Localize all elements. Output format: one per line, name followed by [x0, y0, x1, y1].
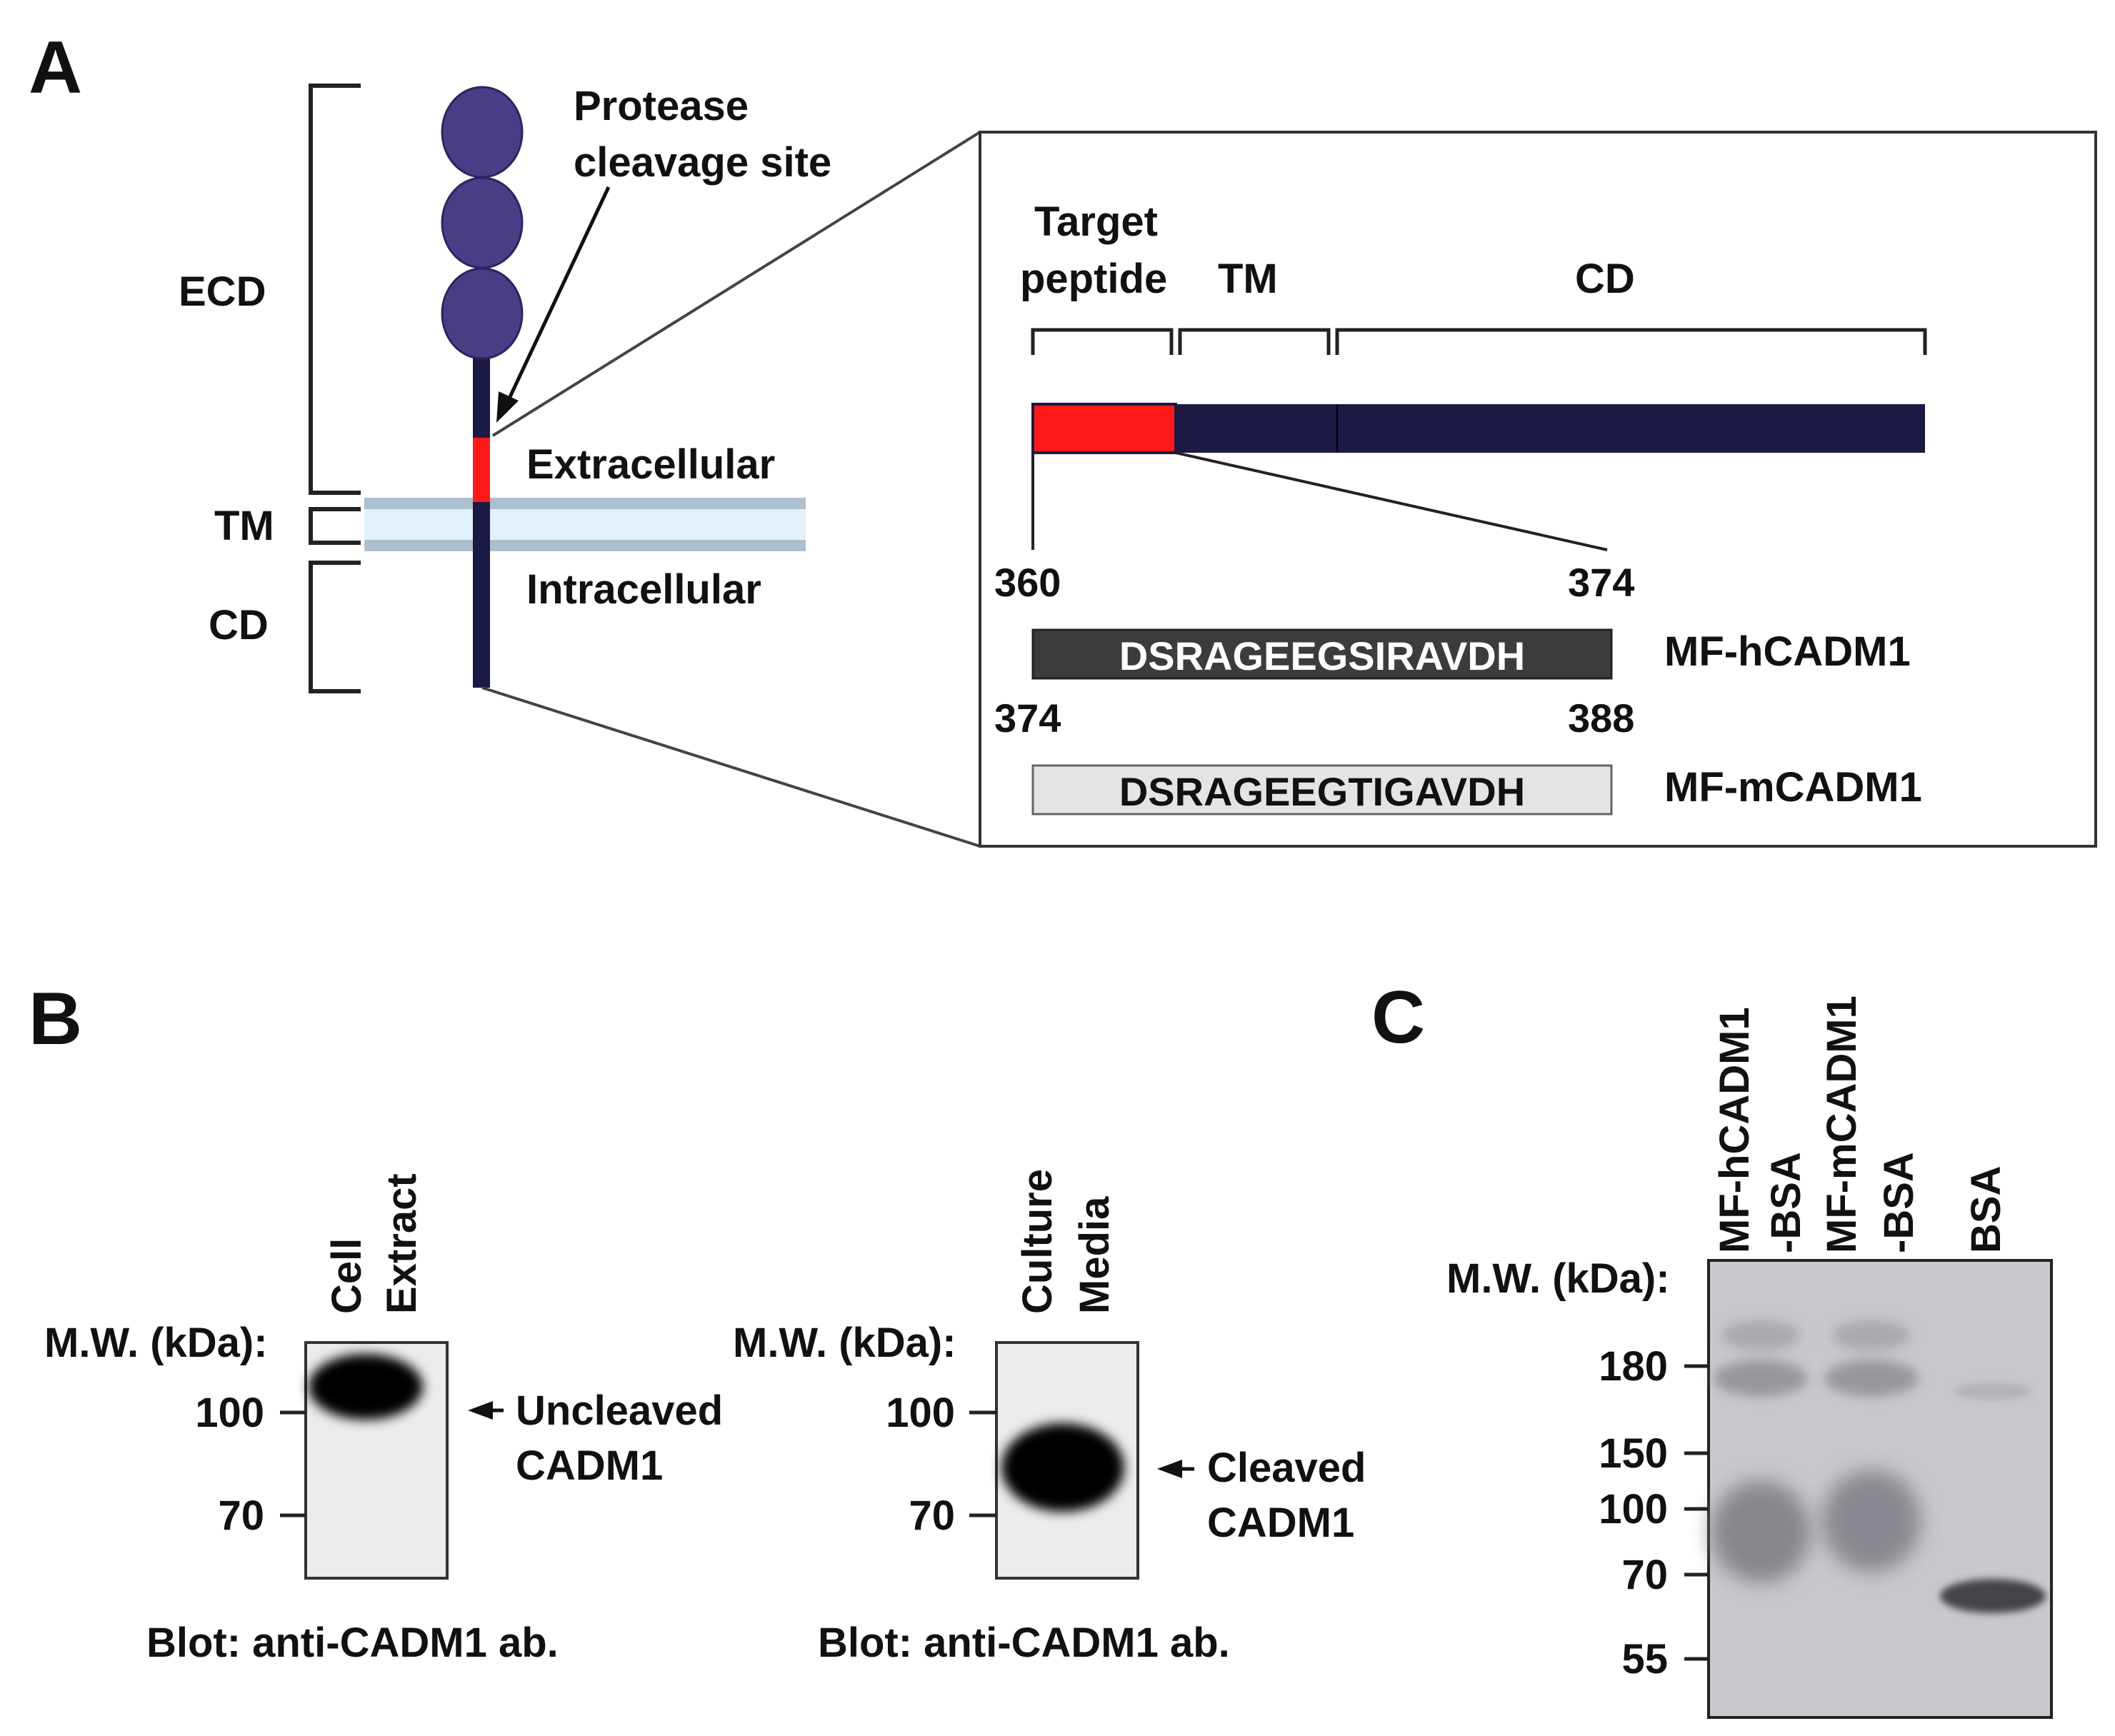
mouse-start-number: 374 [994, 696, 1061, 741]
blot1-mw-100: 100 [195, 1390, 264, 1436]
blot2-caption: Blot: anti-CADM1 ab. [818, 1620, 1230, 1666]
blot2-band-label-line1: Cleaved [1207, 1445, 1366, 1491]
gel-marker-180: 180 [1599, 1343, 1668, 1390]
blot2-band-label-line2: CADM1 [1207, 1500, 1354, 1546]
cd-bracket [309, 561, 361, 693]
gel-lane2-smear-top [1832, 1320, 1911, 1351]
inset-target-peptide-bar [1031, 403, 1177, 454]
tm-bracket [309, 507, 361, 545]
panel-c-letter: C [1371, 976, 1425, 1059]
inset-target-label-line1: Target [1034, 199, 1158, 245]
ig-domain-3 [441, 267, 524, 360]
blot1-caption: Blot: anti-CADM1 ab. [146, 1620, 559, 1666]
gel-lane-label-1-line1: MF-hCADM1 [1711, 1007, 1758, 1253]
ecd-label: ECD [179, 269, 266, 315]
blot-culture-media: Culture Media M.W. (kDa): 100 70 Cleaved… [733, 1169, 1366, 1666]
human-peptide-name: MF-hCADM1 [1664, 628, 1911, 675]
blot1-band-uncleaved [309, 1354, 423, 1420]
mouse-peptide-bar [1031, 764, 1613, 816]
protease-label-line1: Protease [574, 83, 749, 129]
blot1-band-arrow [468, 1401, 504, 1420]
blot2-band-cleaved [1001, 1423, 1124, 1512]
gel-lane-label-2-line2: -BSA [1876, 1152, 1922, 1253]
blot2-lane-label-line1: Culture [1014, 1169, 1061, 1314]
cadm1-protein [441, 86, 524, 688]
ig-domain-2 [441, 176, 524, 269]
peptide-zoom-right [1175, 451, 1608, 551]
gel-marker-150: 150 [1599, 1430, 1668, 1477]
inset-tm-label: TM [1218, 256, 1278, 302]
blot2-mw-100: 100 [886, 1390, 955, 1436]
gel-lane3-faint-band [1954, 1383, 2032, 1400]
blot1-band-label-line1: Uncleaved [516, 1388, 723, 1434]
gel-lane-label-2-line1: MF-mCADM1 [1819, 995, 1865, 1253]
blot2-mw-label: M.W. (kDa): [733, 1320, 956, 1366]
gel-lane-label-3: BSA [1963, 1166, 2009, 1253]
blot1-lane-label-line2: Extract [379, 1173, 425, 1314]
panel-a-letter: A [29, 26, 82, 109]
inset-cd-label: CD [1575, 256, 1635, 302]
gel-lane1-band-conjugate [1711, 1480, 1811, 1583]
inset-cadm1-bar [1176, 404, 1925, 453]
human-end-number: 374 [1568, 560, 1634, 605]
sds-page-gel [1684, 1259, 2053, 1719]
inset-brackets [1031, 328, 1927, 355]
gel-marker-70: 70 [1621, 1552, 1668, 1598]
blot2-lane-label-line2: Media [1071, 1196, 1118, 1314]
mouse-peptide-name: MF-mCADM1 [1664, 764, 1922, 811]
cd-label: CD [209, 602, 269, 648]
membrane-outer-top [364, 498, 806, 509]
gel-marker-55: 55 [1621, 1636, 1668, 1682]
inset-box: Target peptide TM CD 360 374 DSRAGEEGSIR… [979, 131, 2097, 848]
gel-marker-100: 100 [1599, 1486, 1668, 1532]
inset-target-label-line2: peptide [1020, 256, 1167, 302]
blot1-mw-70: 70 [218, 1492, 264, 1539]
gel-lane1-band-180 [1714, 1360, 1808, 1397]
protein-stem-lower [473, 502, 490, 688]
mouse-peptide-sequence: DSRAGEEGTIGAVDH [1119, 769, 1525, 814]
panel-b-letter: B [29, 978, 82, 1060]
ig-domain-1 [441, 86, 524, 179]
gel-mw-label: M.W. (kDa): [1446, 1255, 1670, 1302]
human-peptide-bar [1031, 628, 1613, 680]
gel-lane3-bsa-band [1940, 1579, 2046, 1613]
intracellular-label: Intracellular [526, 566, 761, 613]
extracellular-label: Extracellular [526, 441, 775, 488]
zoom-line-bottom [481, 686, 981, 848]
human-start-number: 360 [994, 560, 1061, 605]
blot-cell-extract: Cell Extract M.W. (kDa): 100 70 Uncleave… [44, 1173, 723, 1666]
protein-stem-upper [473, 353, 490, 438]
gel-lane-label-1-line2: -BSA [1763, 1152, 1809, 1253]
human-peptide-sequence: DSRAGEEGSIRAVDH [1119, 633, 1525, 678]
ecd-bracket [309, 84, 361, 495]
gel-lane2-band-180 [1824, 1360, 1919, 1397]
blot1-band-label-line2: CADM1 [516, 1443, 663, 1489]
blot2-mw-70: 70 [909, 1492, 955, 1539]
blot1-mw-label: M.W. (kDa): [44, 1320, 268, 1366]
cleavage-arrow [496, 186, 611, 423]
membrane-outer-bottom [364, 540, 806, 551]
blot1-lane-label-line1: Cell [324, 1238, 370, 1314]
panel-b: B Cell Extract M.W. (kDa): 100 70 Unclea… [29, 978, 1366, 1666]
gel-lane1-smear-top [1721, 1320, 1800, 1351]
protein-target-segment [473, 438, 490, 502]
panel-c: C MF-hCADM1 -BSA MF-mCADM1 -BSA BSA M.W.… [1371, 976, 2053, 1719]
mouse-end-number: 388 [1568, 696, 1634, 741]
tm-label: TM [214, 503, 274, 549]
panel-a: A ECD TM CD [29, 26, 2097, 848]
protease-label-line2: cleavage site [574, 139, 831, 186]
zoom-line-top [491, 131, 981, 437]
cell-membrane [364, 498, 806, 551]
blot2-band-arrow [1157, 1460, 1194, 1478]
membrane-inner [364, 509, 806, 540]
gel-lane2-band-conjugate [1821, 1470, 1921, 1572]
